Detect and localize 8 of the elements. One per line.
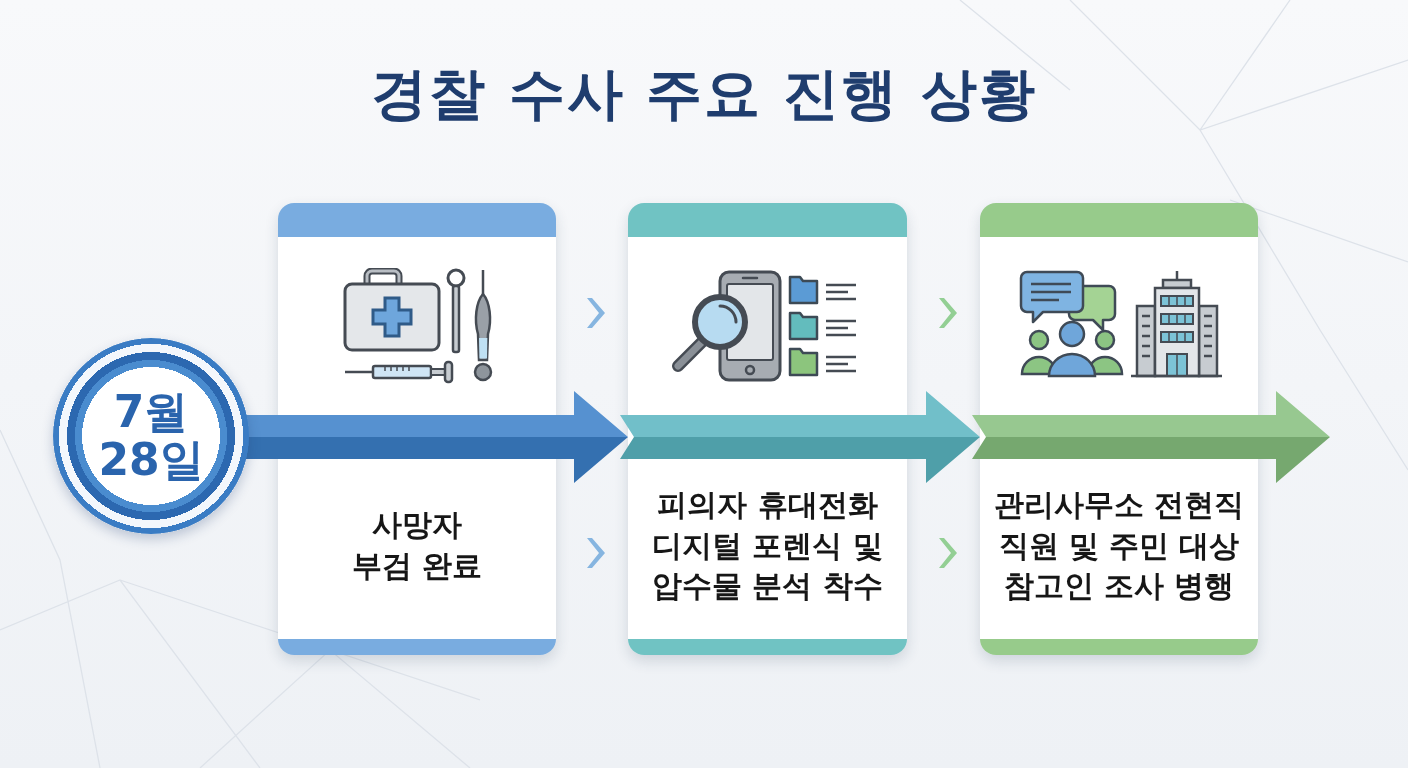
step-description: 사망자 부검 완료 — [350, 507, 484, 585]
date-text: 7월 28일 — [97, 388, 205, 484]
step-card — [628, 203, 907, 655]
page-title: 경찰 수사 주요 진행 상황 — [371, 62, 1037, 127]
step-description: 피의자 휴대전화 디지털 포렌식 및 압수물 분석 착수 — [651, 486, 884, 606]
step-card — [980, 203, 1258, 655]
step-card — [278, 203, 556, 655]
step-description: 관리사무소 전현직 직원 및 주민 대상 참고인 조사 병행 — [992, 486, 1246, 606]
